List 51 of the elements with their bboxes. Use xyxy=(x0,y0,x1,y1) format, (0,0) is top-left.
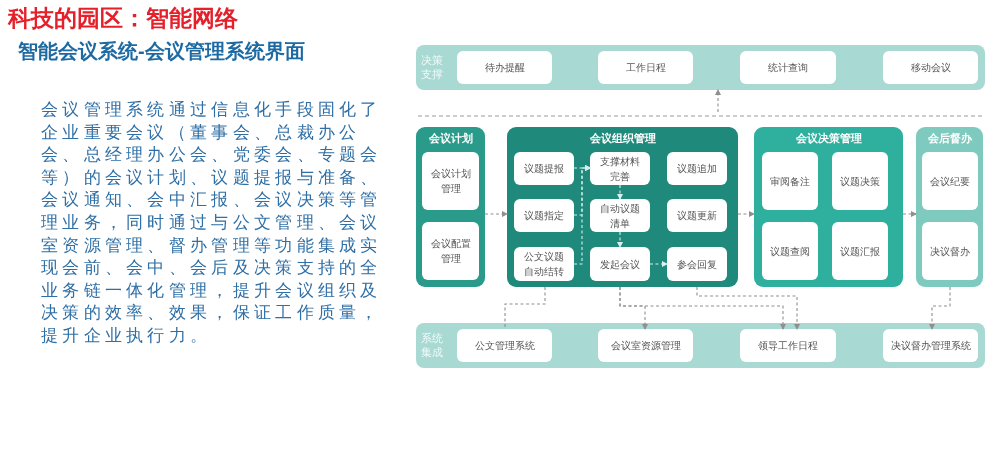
function-box: 公文议题自动结转 xyxy=(514,247,574,281)
arrow xyxy=(573,165,591,265)
function-box: 工作日程 xyxy=(598,51,693,84)
arrow xyxy=(617,184,623,200)
layer-band xyxy=(416,45,985,90)
function-box: 议题追加 xyxy=(667,152,727,185)
panel-title: 会后督办 xyxy=(926,131,973,146)
panel-title: 会议组织管理 xyxy=(588,131,657,146)
function-box: 议题决策 xyxy=(832,152,888,210)
module-panel xyxy=(916,127,983,287)
function-box: 自动议题清单 xyxy=(590,199,650,232)
function-box: 议题指定 xyxy=(514,199,574,232)
function-box: 会议配置管理 xyxy=(422,222,479,280)
function-box: 会议计划管理 xyxy=(422,152,479,210)
arrow xyxy=(902,211,917,217)
arrow xyxy=(696,286,800,330)
function-box: 移动会议 xyxy=(883,51,978,84)
layer-band xyxy=(416,323,985,368)
band-label: 决策支撑 xyxy=(420,53,444,81)
function-box: 会议室资源管理 xyxy=(598,329,693,362)
function-box: 议题提报 xyxy=(514,152,574,185)
arrow xyxy=(617,231,623,248)
arrow xyxy=(649,261,668,267)
title: 科技的园区：智能网络 xyxy=(8,4,238,33)
arrow xyxy=(619,286,786,330)
arrow xyxy=(737,211,755,217)
function-box: 议题更新 xyxy=(667,199,727,232)
arrow xyxy=(715,89,721,113)
function-box: 公文管理系统 xyxy=(457,329,552,362)
module-panel xyxy=(507,127,738,287)
function-box: 统计查询 xyxy=(740,51,836,84)
description-paragraph: 会议管理系统通过信息化手段固化了企业重要会议（董事会、总裁办公会、总经理办公会、党委会、专题会等）的会议计划、议题提报与准备、会议通知、会中汇报、会议决策等管理业务，同时通过与公文管理、会议室资源管理、督办管理等功能集成实现会前、会中、会后及决策支持的全业务链一体化管理，提升会议组织及决策的效率、效果，保证工作质量，提升企业执行力。 xyxy=(41,98,383,347)
function-box: 议题汇报 xyxy=(832,222,888,280)
panel-title: 会议决策管理 xyxy=(794,131,863,146)
subtitle: 智能会议系统-会议管理系统界面 xyxy=(18,39,305,64)
module-panel xyxy=(754,127,903,287)
function-box: 决议督办管理系统 xyxy=(883,329,978,362)
band-label: 系统集成 xyxy=(420,331,444,359)
panel-title: 会议计划 xyxy=(427,131,474,146)
arrow xyxy=(929,286,951,330)
function-box: 发起会议 xyxy=(590,247,650,281)
function-box: 支撑材料完善 xyxy=(590,152,650,185)
function-box: 领导工作日程 xyxy=(740,329,836,362)
arrow xyxy=(484,211,508,217)
function-box: 会议纪要 xyxy=(922,152,978,210)
function-box: 议题查阅 xyxy=(762,222,818,280)
module-panel xyxy=(416,127,485,287)
function-box: 审阅备注 xyxy=(762,152,818,210)
function-box: 参会回复 xyxy=(667,247,727,281)
function-box: 决议督办 xyxy=(922,222,978,280)
function-box: 待办提醒 xyxy=(457,51,552,84)
